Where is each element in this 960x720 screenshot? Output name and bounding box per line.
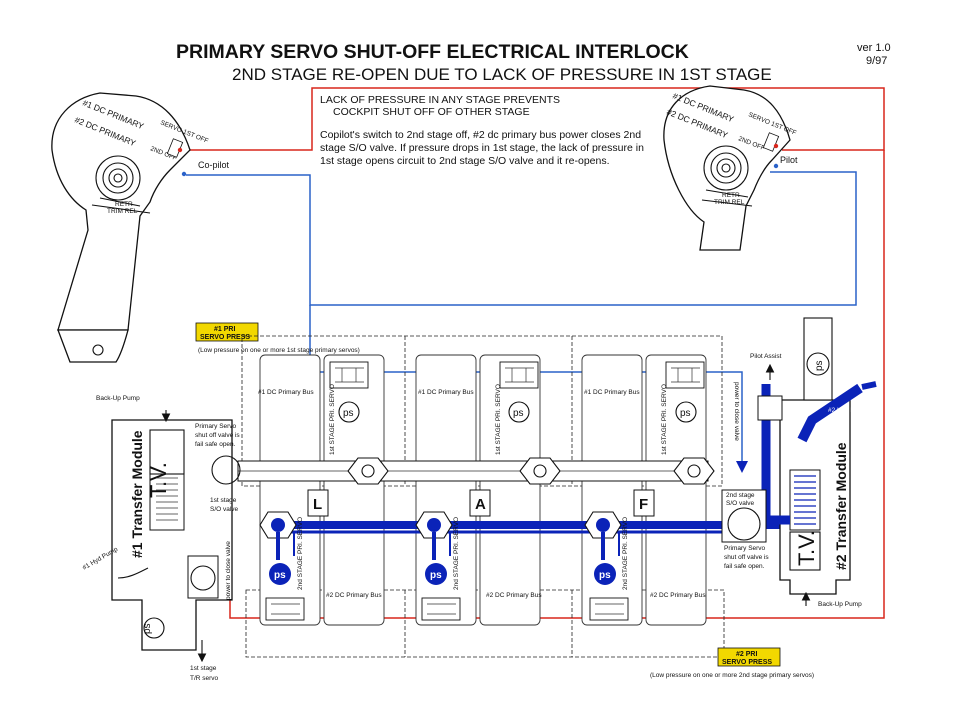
note-block: LACK OF PRESSURE IN ANY STAGE PREVENTS C… [320, 94, 644, 167]
servo-letter-boxes: L A F [307, 489, 655, 517]
first-stage-tr-1: 1st stage [190, 665, 217, 672]
second-stage-hydraulic-line [259, 511, 790, 560]
caution-pri1-line1: #1 PRI [214, 326, 235, 333]
primary-servo-left-1: Primary Servo [195, 423, 237, 430]
second-stage-servo-label-c: 2nd STAGE PRI. SERVO [622, 517, 629, 590]
second-stage-so-1: 2nd stage [726, 492, 755, 499]
primary-servo-left-3: fail safe open. [195, 441, 236, 448]
pilot-label: Pilot [780, 155, 798, 165]
page-title: PRIMARY SERVO SHUT-OFF ELECTRICAL INTERL… [176, 41, 689, 63]
version-label: ver 1.0 [857, 42, 891, 54]
first-stage-servo-label-b: 1st STAGE PRI. SERVO [495, 384, 502, 455]
second-stage-pressure-switch-icon: ps ps ps [265, 563, 629, 621]
ps-label-1c: ps [680, 408, 691, 419]
pilot-assist-label: Pilot Assist [750, 353, 782, 360]
caution-pri1-servo-press: #1 PRI SERVO PRESS [195, 322, 259, 342]
dc1-bus-label-b: #1 DC Primary Bus [418, 389, 474, 396]
primary-servo-left-2: shut off valve is [195, 432, 240, 439]
note-heading-2: COCKPIT SHUT OFF OF OTHER STAGE [333, 106, 530, 118]
note-body-2: stage S/O valve. If pressure drops in 1s… [320, 142, 644, 154]
note-body-1: Copilot's switch to 2nd stage off, #2 dc… [320, 129, 641, 141]
dc-bus-labels: #1 DC Primary Bus #1 DC Primary Bus #1 D… [258, 389, 706, 599]
caution-pri1-line2: SERVO PRESS [200, 334, 250, 341]
caution-pri2-line2: SERVO PRESS [722, 659, 772, 666]
ps-label-2c: ps [599, 570, 611, 581]
caution-pri2-servo-press: #2 PRI SERVO PRESS [717, 647, 781, 667]
second-stage-so-2: S/O valve [726, 500, 755, 507]
first-stage-linkage [237, 457, 715, 485]
pilot-retr-label: RETR [722, 192, 740, 199]
first-stage-servo-label-c: 1st STAGE PRI. SERVO [661, 384, 668, 455]
pilot-trim-rel-label: TRIM REL [714, 199, 745, 206]
copilot-label: Co-pilot [198, 160, 230, 170]
note-body-3: 1st stage opens circuit to 2nd stage S/O… [320, 155, 610, 167]
pilot-cyclic-grip-icon: RETR TRIM REL #1 DC PRIMARY #2 DC PRIMAR… [663, 85, 797, 251]
dc2-bus-label-b: #2 DC Primary Bus [486, 592, 542, 599]
tv-right-label: T.V. [794, 530, 819, 566]
ps-label-1b: ps [513, 408, 524, 419]
servo-letter-a: A [475, 496, 486, 513]
ps-label-2b: ps [430, 570, 442, 581]
power-to-close-left: power to close valve [225, 541, 232, 600]
note-heading-1: LACK OF PRESSURE IN ANY STAGE PREVENTS [320, 94, 560, 106]
second-stage-servo-label-b: 2nd STAGE PRI. SERVO [453, 517, 460, 590]
transfer-module-2: ps #2 Hyd Pump T.V. #2 Transfer Module B… [779, 317, 877, 608]
primary-servo-right-3: fail safe open. [724, 563, 765, 570]
backup-pump-left-label: Back-Up Pump [96, 395, 140, 402]
date-label: 9/97 [866, 55, 887, 67]
power-to-close-right: power to close valve [733, 382, 740, 441]
first-stage-so-2: S/O valve [210, 506, 239, 513]
first-stage-pressure-switch-icon: ps ps ps [329, 361, 705, 423]
servo-letter-f: F [639, 496, 648, 513]
ps-label-1a: ps [343, 408, 354, 419]
first-stage-servo-label-a: 1st STAGE PRI. SERVO [329, 384, 336, 455]
ps-label-2a: ps [274, 570, 286, 581]
copilot-trim-rel-label: TRIM REL [107, 208, 138, 215]
second-stage-servo-labels: 2nd STAGE PRI. SERVO 2nd STAGE PRI. SERV… [297, 517, 629, 590]
copilot-retr-label: RETR [115, 201, 133, 208]
dc1-bus-label-c: #1 DC Primary Bus [584, 389, 640, 396]
primary-servo-right-1: Primary Servo [724, 545, 766, 552]
first-stage-servo-labels: 1st STAGE PRI. SERVO 1st STAGE PRI. SERV… [329, 384, 668, 455]
ps-left-label: ps [142, 623, 153, 634]
copilot-cyclic-grip-icon: RETR TRIM REL #1 DC PRIMARY #2 DC PRIMAR… [51, 92, 209, 363]
servo-cells [259, 354, 707, 626]
first-stage-tr-2: T/R servo [190, 675, 219, 682]
caution-pri2-line1: #2 PRI [736, 651, 757, 658]
second-stage-servo-label-a: 2nd STAGE PRI. SERVO [297, 517, 304, 590]
dc1-bus-label-a: #1 DC Primary Bus [258, 389, 314, 396]
servo-letter-l: L [313, 496, 322, 513]
caution-pri2-note: (Low pressure on one or more 2nd stage p… [650, 672, 814, 679]
page-subtitle: 2ND STAGE RE-OPEN DUE TO LACK OF PRESSUR… [232, 65, 772, 84]
transfer-module-2-label: #2 Transfer Module [833, 442, 849, 570]
dc2-bus-label-a: #2 DC Primary Bus [326, 592, 382, 599]
transfer-module-1: T.V. ps #1 Transfer Module #1 Hyd Pump B… [82, 395, 241, 682]
right-so-valve-region: Pilot Assist 2nd stage S/O valve Primary… [721, 353, 790, 570]
first-stage-so-1: 1st stage [210, 497, 237, 504]
hyd-pump-2-label: #2 Hyd Pump [828, 407, 868, 414]
primary-servo-right-2: shut off valve is [724, 554, 769, 561]
backup-pump-right-label: Back-Up Pump [818, 601, 862, 608]
dc2-bus-label-c: #2 DC Primary Bus [650, 592, 706, 599]
caution-pri1-note: (Low pressure on one or more 1st stage p… [198, 347, 360, 354]
ps-right-label: ps [814, 360, 825, 371]
transfer-module-1-label: #1 Transfer Module [129, 430, 145, 558]
